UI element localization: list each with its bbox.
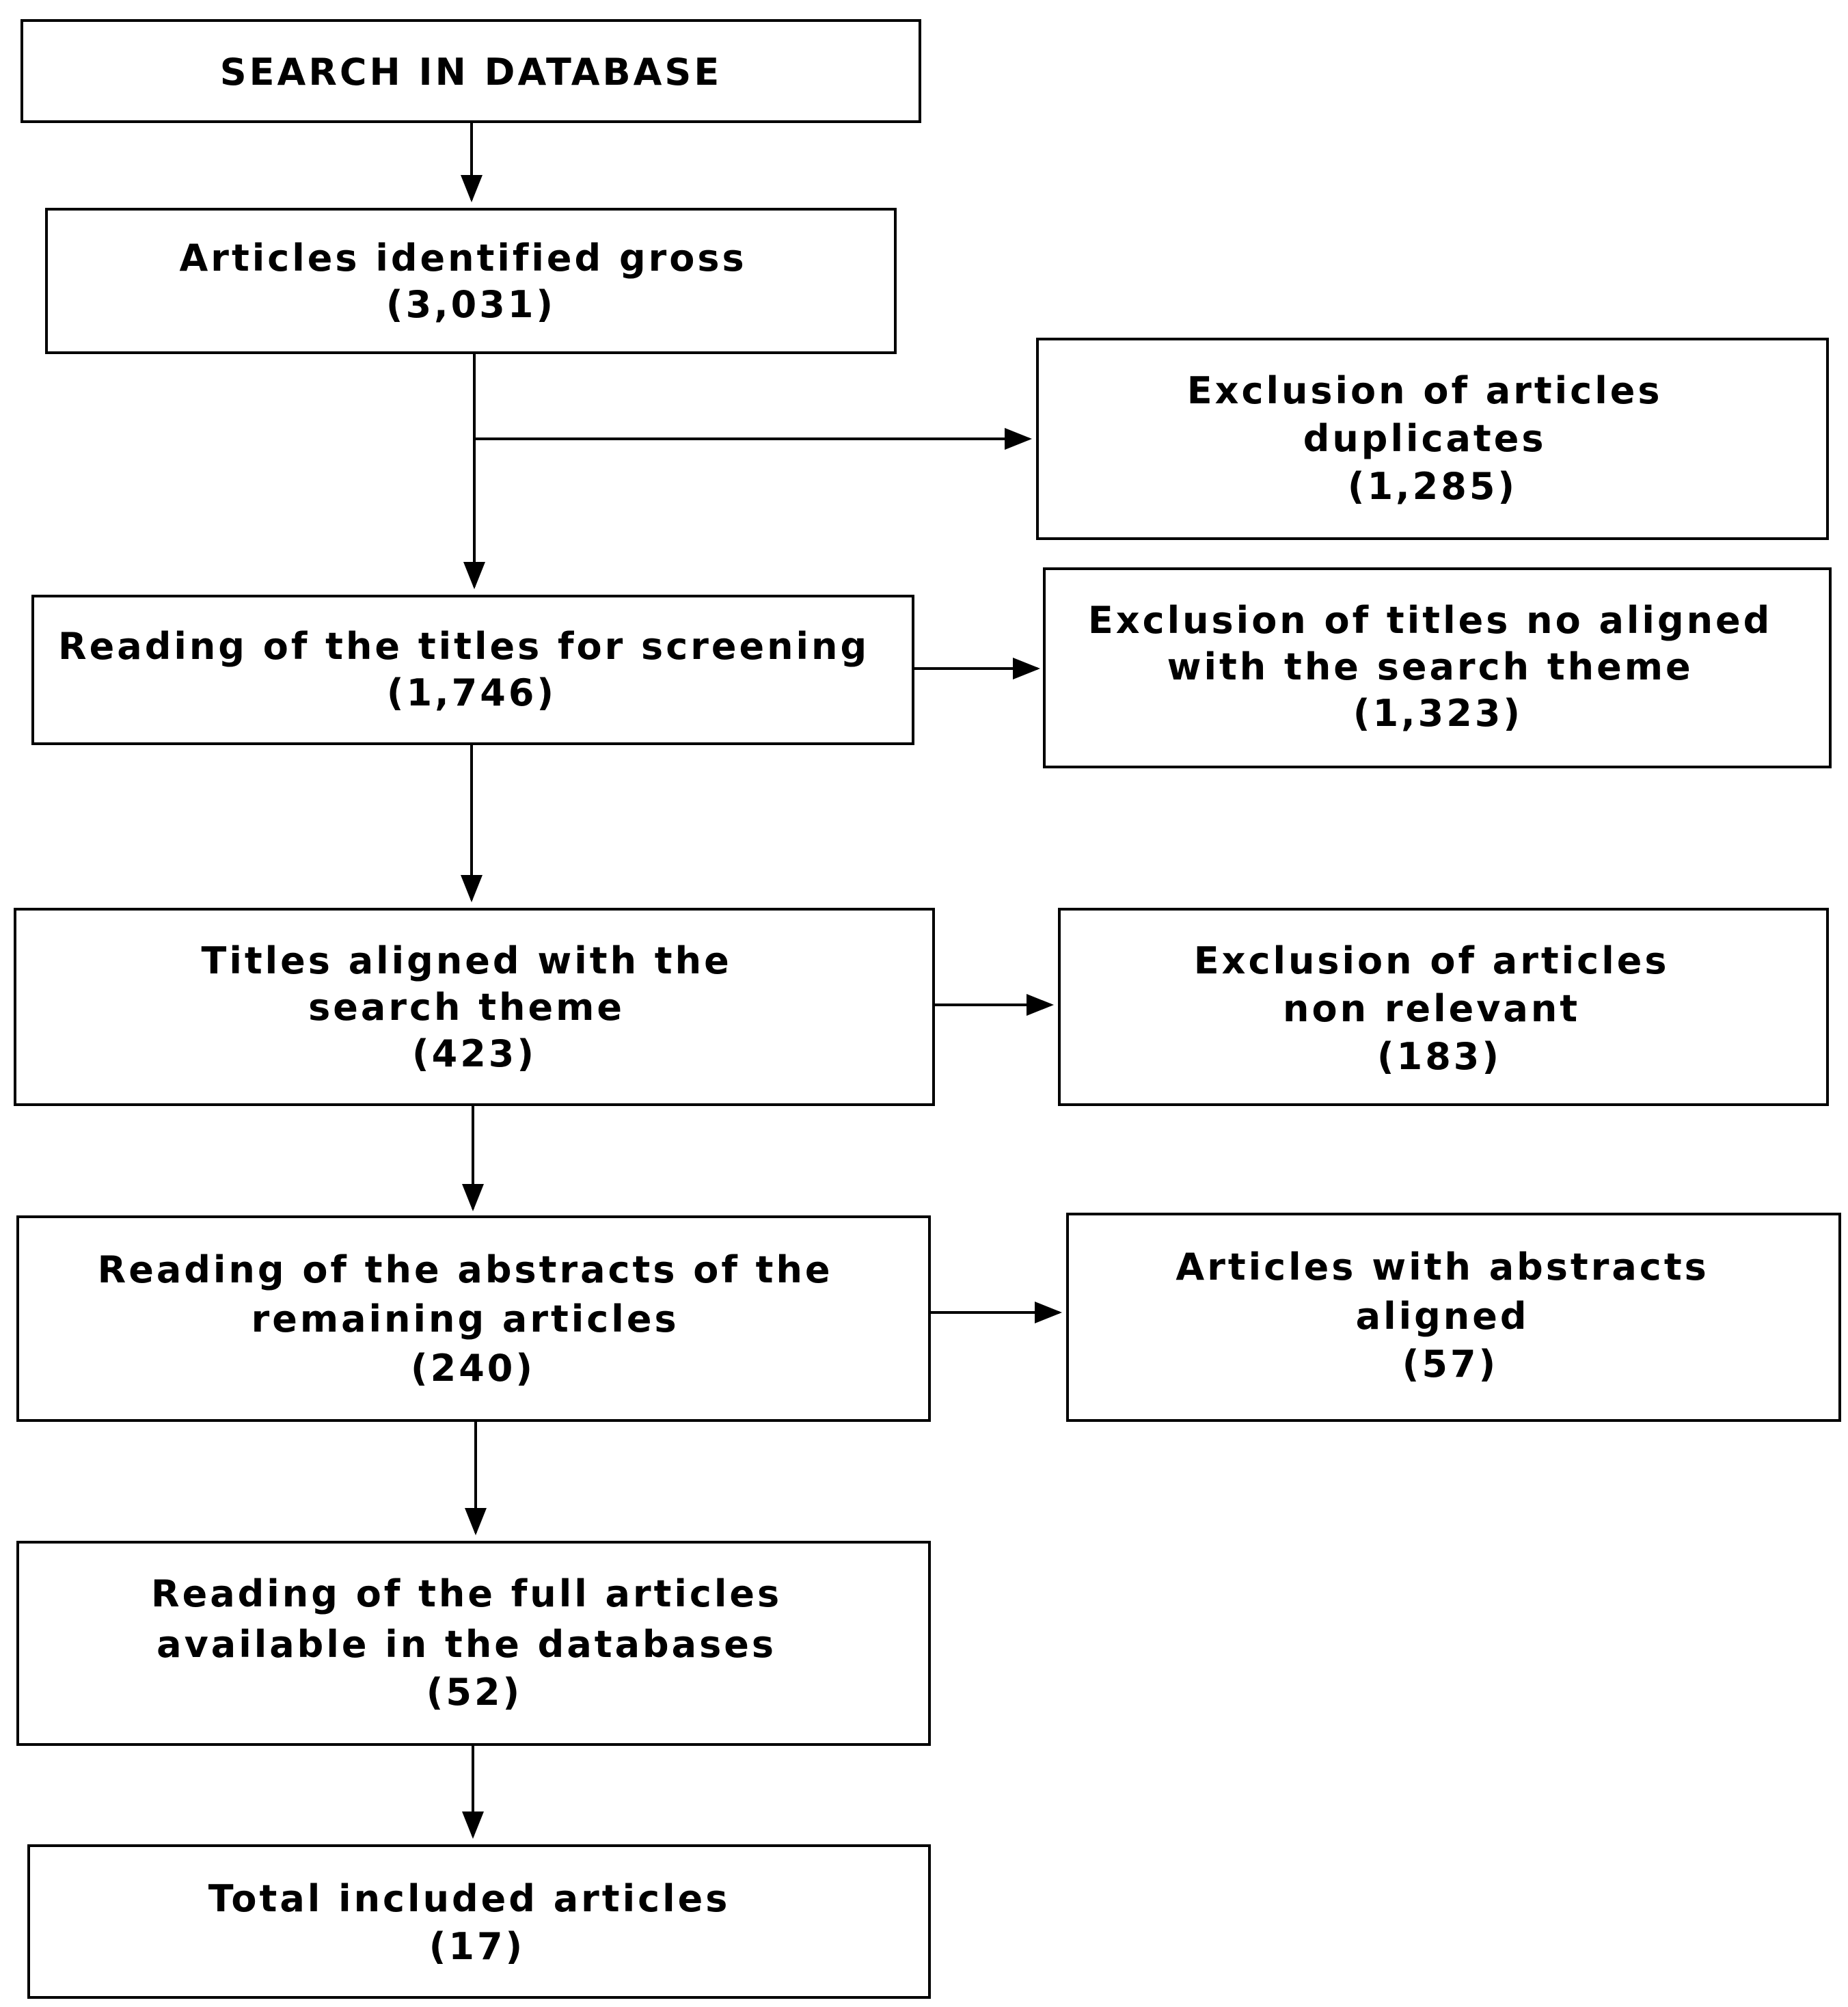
svg-text:Articles identified gross: Articles identified gross (3,031)	[180, 237, 763, 326]
box-search-in-database: SEARCH IN DATABASE	[21, 19, 921, 123]
box-line-count: (57)	[1402, 1343, 1499, 1386]
box-line-count: (1,323)	[1353, 692, 1523, 735]
box-line: Total included articles	[208, 1877, 731, 1920]
box-line-count: (52)	[426, 1671, 523, 1714]
box-total-included: Total included articles (17)	[27, 1844, 931, 1999]
svg-text:Exclusion of articles no: Exclusion of articles non relevant (183)	[1194, 939, 1685, 1078]
box-line: search theme	[308, 986, 625, 1029]
box-exclusion-titles: Exclusion of titles no aligned with the …	[1043, 567, 1832, 768]
box-line: Exclusion of titles no aligned	[1088, 599, 1772, 642]
box-line: remaining articles	[252, 1297, 679, 1341]
box-full-articles: Reading of the full articles available i…	[16, 1541, 931, 1746]
box-line: Reading of the titles for screening	[58, 625, 869, 668]
box-line: with the search theme	[1167, 645, 1694, 688]
box-titles-aligned: Titles aligned with the search theme (42…	[14, 908, 935, 1106]
box-line: Exclusion of articles	[1194, 939, 1670, 982]
svg-text:Exclusion of articles du: Exclusion of articles duplicates (1,285)	[1187, 369, 1679, 508]
box-line: aligned	[1356, 1295, 1530, 1338]
box-exclusion-nonrelevant: Exclusion of articles non relevant (183)	[1058, 908, 1829, 1106]
box-line-count: (1,285)	[1348, 465, 1517, 508]
box-reading-titles: Reading of the titles for screening (1,7…	[31, 595, 914, 745]
box-line: available in the databases	[157, 1623, 776, 1666]
box-exclusion-duplicates: Exclusion of articles duplicates (1,285)	[1036, 338, 1829, 540]
box-line: Articles with abstracts	[1176, 1245, 1709, 1289]
svg-text:SEARCH IN DATABASE: SEARCH IN DATABASE	[220, 51, 722, 94]
box-line: non relevant	[1283, 987, 1580, 1030]
svg-text:Exclusion of titles no aligned: Exclusion of titles no aligned with the …	[1088, 599, 1788, 735]
svg-text:Total included articles: Total included articles (17)	[208, 1877, 746, 1968]
box-line-count: (3,031)	[386, 283, 556, 326]
svg-text:Reading of the abstracts of th: Reading of the abstracts of the remainin…	[98, 1248, 849, 1390]
box-line: Reading of the abstracts of the	[98, 1248, 833, 1291]
box-reading-abstracts: Reading of the abstracts of the remainin…	[16, 1215, 931, 1422]
box-line-count: (17)	[429, 1925, 526, 1968]
box-line: Articles identified gross	[180, 237, 747, 280]
box-line: Exclusion of articles	[1187, 369, 1663, 412]
box-line-count: (1,746)	[387, 671, 556, 714]
box-articles-identified: Articles identified gross (3,031)	[45, 208, 897, 354]
svg-text:Reading of the full articles: Reading of the full articles available i…	[151, 1572, 798, 1714]
svg-text:Titles aligned with the: Titles aligned with the search theme (42…	[201, 939, 747, 1075]
svg-text:Reading of the titles for scre: Reading of the titles for screening (1,7…	[58, 625, 885, 714]
box-line: Titles aligned with the	[201, 939, 731, 982]
box-line: duplicates	[1303, 417, 1547, 460]
box-line: SEARCH IN DATABASE	[220, 51, 722, 94]
box-abstracts-aligned: Articles with abstracts aligned (57)	[1066, 1213, 1841, 1422]
svg-text:Articles with abstracts: Articles with abstracts aligned (57)	[1176, 1245, 1724, 1386]
box-line: Reading of the full articles	[151, 1572, 782, 1615]
box-line-count: (183)	[1377, 1035, 1502, 1078]
box-line-count: (423)	[412, 1032, 536, 1075]
box-line-count: (240)	[411, 1347, 535, 1390]
connectors	[461, 123, 1062, 1839]
